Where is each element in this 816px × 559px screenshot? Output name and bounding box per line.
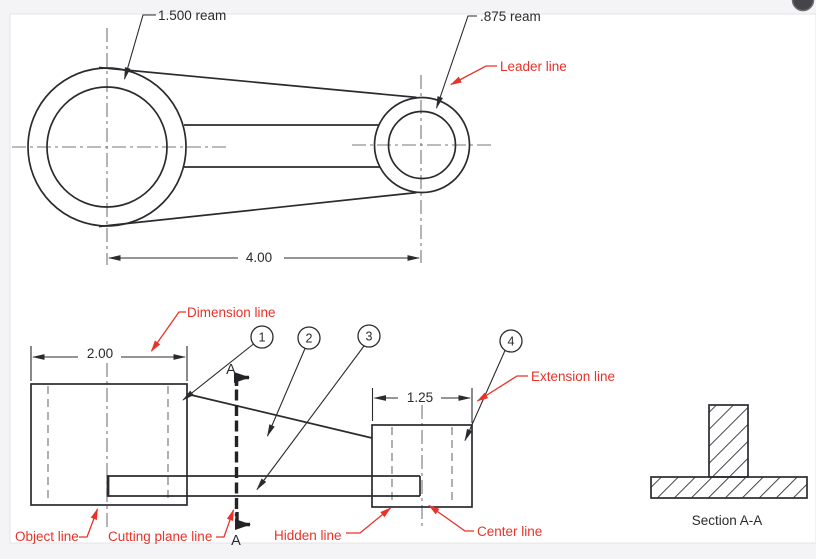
small-boss-ream-hole	[387, 110, 457, 180]
callout-object-line-text: Object line	[15, 529, 79, 544]
callout-center-line-arrow	[428, 504, 474, 532]
big-boss-ream-hole	[46, 86, 168, 208]
ream-large-text: 1.500 ream	[158, 8, 226, 23]
section-marker-a-top: A	[226, 362, 236, 378]
dim-2-00-text: 2.00	[87, 346, 113, 361]
dim-1-25-text: 1.25	[407, 390, 433, 405]
corner-button[interactable]	[791, 0, 815, 12]
callout-extension-line-arrow	[476, 375, 528, 402]
content-panel	[9, 13, 816, 544]
balloon-3	[357, 324, 381, 348]
callout-leader-line-arrow	[450, 65, 497, 86]
balloon-2	[297, 326, 321, 350]
balloon-4	[499, 329, 523, 353]
callout-hidden-line-text: Hidden line	[274, 528, 342, 543]
small-boss-front-rect	[371, 424, 473, 508]
balloon-1-leader	[182, 343, 254, 401]
balloon-2-leader	[266, 348, 306, 437]
callout-dimension-line-arrow	[150, 311, 186, 352]
callout-leader-line-text: Leader line	[500, 59, 567, 74]
balloon-3-number: 3	[366, 330, 373, 344]
callout-cutting-plane-arrow	[216, 509, 235, 538]
section-caption: Section A-A	[692, 513, 763, 528]
callout-hidden-line-arrow	[346, 507, 392, 534]
callout-object-line-arrow	[79, 508, 99, 538]
leader-1500-ream	[123, 14, 156, 80]
arm-upper-tangent	[98, 66, 417, 99]
small-boss-outer-circle	[373, 96, 471, 194]
cutting-plane-bottom-elbow	[235, 512, 251, 530]
section-web-rect	[708, 404, 749, 478]
dim-4-00-text: 4.00	[246, 250, 272, 265]
callout-dimension-line-text: Dimension line	[187, 305, 276, 320]
arm-slanted-edge	[186, 393, 373, 439]
callout-center-line-text: Center line	[477, 524, 542, 539]
top-view: 4.00 1.500 ream .875 ream Leader line	[12, 8, 567, 265]
leader-875-ream	[435, 15, 477, 109]
balloons: 1 2 3 4	[182, 324, 523, 491]
section-flange-rect	[650, 476, 808, 499]
callout-cutting-plane-text: Cutting plane line	[108, 529, 212, 544]
balloon-3-leader	[256, 345, 365, 491]
section-view: Section A-A	[650, 404, 808, 528]
big-boss-front-rect	[30, 383, 188, 506]
balloon-2-number: 2	[306, 332, 313, 346]
balloon-1-number: 1	[259, 331, 266, 345]
callout-extension-line-text: Extension line	[531, 369, 615, 384]
red-callouts: Dimension line Extension line Object lin…	[15, 305, 615, 544]
cutting-plane: A A	[226, 362, 251, 549]
balloon-1	[250, 325, 274, 349]
ream-small-text: .875 ream	[480, 9, 541, 24]
section-marker-a-bottom: A	[231, 533, 241, 549]
front-view: 2.00 1.25 A A 1 2	[15, 305, 615, 549]
balloon-4-number: 4	[508, 335, 515, 349]
cutting-plane-top-elbow	[234, 372, 250, 386]
arm-lower-tangent	[98, 191, 417, 228]
